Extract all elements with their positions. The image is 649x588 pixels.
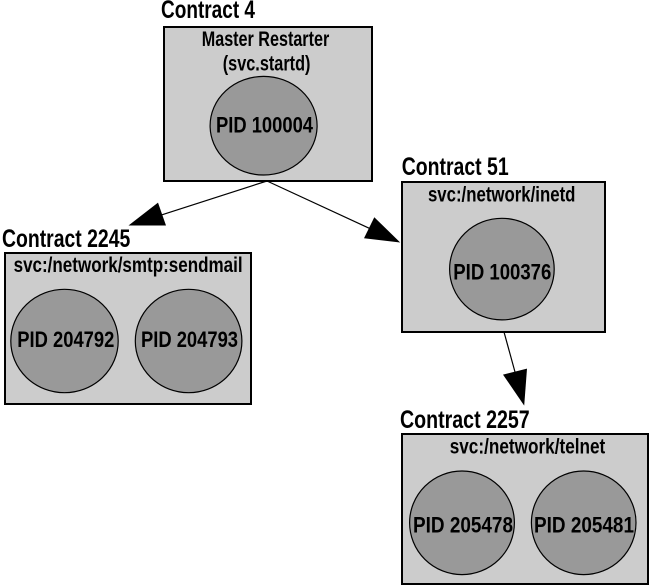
svg-text:svc:/network/telnet: svc:/network/telnet: [450, 435, 606, 458]
svg-text:Contract 2257: Contract 2257: [400, 406, 530, 434]
svg-text:PID 100376: PID 100376: [453, 260, 551, 285]
svg-text:PID 204793: PID 204793: [141, 327, 238, 352]
svg-text:PID 100004: PID 100004: [216, 113, 313, 138]
svg-text:Contract 2245: Contract 2245: [2, 225, 130, 253]
svg-text:Contract 4: Contract 4: [161, 0, 255, 24]
svg-text:PID 205478: PID 205478: [413, 513, 513, 538]
svg-text:(svc.startd): (svc.startd): [223, 52, 311, 75]
svg-text:Contract 51: Contract 51: [402, 153, 509, 181]
svg-text:svc:/network/smtp:sendmail: svc:/network/smtp:sendmail: [14, 254, 243, 277]
svg-text:PID 205481: PID 205481: [534, 513, 634, 538]
svg-text:Master Restarter: Master Restarter: [202, 27, 330, 51]
svg-text:PID 204792: PID 204792: [17, 327, 114, 352]
svg-text:svc:/network/inetd: svc:/network/inetd: [428, 183, 576, 206]
